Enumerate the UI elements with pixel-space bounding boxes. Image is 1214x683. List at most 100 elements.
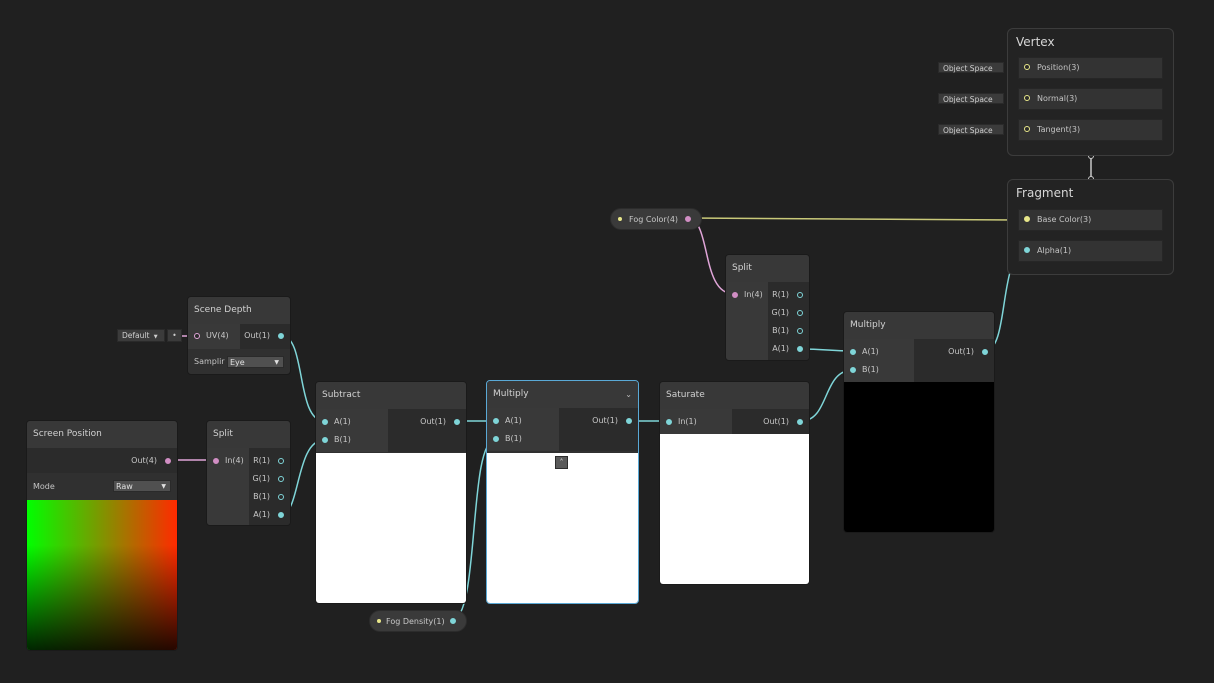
fog-color-property[interactable]: Fog Color(4): [610, 208, 702, 230]
port-dot[interactable]: [850, 349, 856, 355]
fragment-stack[interactable]: Fragment Base Color(3) Alpha(1): [1007, 179, 1174, 275]
port-dot[interactable]: [194, 333, 200, 339]
port-dot[interactable]: [278, 512, 284, 518]
split-left-b[interactable]: B(1): [253, 488, 286, 506]
split-right-b[interactable]: B(1): [772, 322, 805, 340]
uv-default-chip[interactable]: Default ▼: [117, 329, 165, 342]
fragment-title: Fragment: [1016, 186, 1074, 200]
port-dot[interactable]: [666, 419, 672, 425]
split-left-r[interactable]: R(1): [253, 452, 286, 470]
split-left-a[interactable]: A(1): [253, 506, 286, 524]
subtract-node[interactable]: Subtract A(1) B(1) Out(1): [315, 381, 467, 604]
scene-depth-node[interactable]: Scene Depth UV(4) Out(1) Samplir Eye ▼: [187, 296, 291, 375]
port-dot[interactable]: [1024, 64, 1030, 70]
saturate-out[interactable]: Out(1): [763, 413, 805, 431]
object-space-chip-tangent[interactable]: Object Space: [938, 124, 1004, 135]
port-dot[interactable]: [797, 328, 803, 334]
subtract-preview: [316, 453, 466, 603]
split-left-g[interactable]: G(1): [252, 470, 286, 488]
port-dot[interactable]: [850, 367, 856, 373]
port-dot[interactable]: [626, 418, 632, 424]
triangle-down-icon: ▼: [274, 359, 279, 366]
saturate-in[interactable]: In(1): [664, 413, 697, 431]
split-node-right[interactable]: Split In(4) R(1) G(1) B(1) A(1): [725, 254, 810, 361]
port-dot[interactable]: [797, 346, 803, 352]
screen-position-preview: [27, 500, 177, 650]
port-dot[interactable]: [797, 419, 803, 425]
vertex-port-normal[interactable]: Normal(3): [1018, 88, 1163, 110]
mode-label: Mode: [33, 482, 55, 491]
fog-color-out-port[interactable]: [685, 216, 691, 222]
chevron-down-icon[interactable]: ⌄: [625, 390, 632, 399]
port-dot[interactable]: [493, 418, 499, 424]
fragment-port-alpha[interactable]: Alpha(1): [1018, 240, 1163, 262]
object-space-chip-normal[interactable]: Object Space: [938, 93, 1004, 104]
chevron-up-icon[interactable]: ˄: [555, 456, 568, 469]
sampling-select[interactable]: Eye ▼: [227, 356, 284, 368]
port-dot[interactable]: [797, 310, 803, 316]
object-space-chip-position[interactable]: Object Space: [938, 62, 1004, 73]
fragment-port-base-color[interactable]: Base Color(3): [1018, 209, 1163, 231]
multiply-right-preview: [844, 382, 994, 532]
split-node-left[interactable]: Split In(4) R(1) G(1) B(1) A(1): [206, 420, 291, 526]
port-dot[interactable]: [1024, 216, 1030, 222]
screen-position-node[interactable]: Screen Position Out(4) Mode Raw ▼: [26, 420, 178, 651]
multiply-center-title: Multiply ⌄: [487, 381, 638, 408]
port-dot[interactable]: [982, 349, 988, 355]
split-right-g[interactable]: G(1): [771, 304, 805, 322]
port-dot[interactable]: [213, 458, 219, 464]
vertex-port-position[interactable]: Position(3): [1018, 57, 1163, 79]
multiply-center-a[interactable]: A(1): [491, 412, 522, 430]
port-dot[interactable]: [797, 292, 803, 298]
vertex-port-tangent[interactable]: Tangent(3): [1018, 119, 1163, 141]
port-dot[interactable]: [1024, 95, 1030, 101]
multiply-node-center[interactable]: Multiply ⌄ A(1) B(1) Out(1): [486, 380, 639, 604]
split-right-in[interactable]: In(4): [730, 286, 763, 304]
port-dot[interactable]: [278, 476, 284, 482]
port-dot[interactable]: [278, 333, 284, 339]
port-dot[interactable]: [1024, 126, 1030, 132]
scene-depth-out[interactable]: Out(1): [244, 327, 286, 345]
wire-fogcolor-basecolor: [686, 217, 1028, 221]
subtract-b[interactable]: B(1): [320, 431, 351, 449]
multiply-center-out[interactable]: Out(1): [592, 412, 634, 430]
mode-select[interactable]: Raw ▼: [113, 480, 171, 492]
property-indicator-icon: [377, 619, 381, 623]
vertex-title: Vertex: [1016, 35, 1055, 49]
multiply-center-preview: [487, 453, 638, 603]
fog-density-property[interactable]: Fog Density(1): [369, 610, 467, 632]
subtract-title: Subtract: [316, 382, 466, 409]
multiply-node-right[interactable]: Multiply A(1) B(1) Out(1): [843, 311, 995, 533]
split-left-in[interactable]: In(4): [211, 452, 244, 470]
scene-depth-title: Scene Depth: [188, 297, 290, 324]
multiply-right-a[interactable]: A(1): [848, 343, 879, 361]
split-right-a[interactable]: A(1): [772, 340, 805, 358]
sampling-label: Samplir: [194, 357, 225, 366]
port-dot[interactable]: [322, 419, 328, 425]
uv-default-chip-port[interactable]: •: [167, 329, 182, 342]
multiply-right-out[interactable]: Out(1): [948, 343, 990, 361]
port-dot[interactable]: [454, 419, 460, 425]
screen-position-out[interactable]: Out(4): [131, 452, 173, 470]
port-dot[interactable]: [278, 494, 284, 500]
vertex-stack[interactable]: Vertex Position(3) Normal(3) Tangent(3): [1007, 28, 1174, 156]
triangle-down-icon: ▼: [161, 483, 166, 490]
subtract-a[interactable]: A(1): [320, 413, 351, 431]
port-dot[interactable]: [493, 436, 499, 442]
port-dot[interactable]: [1024, 247, 1030, 253]
split-right-title: Split: [726, 255, 809, 282]
multiply-right-title: Multiply: [844, 312, 994, 339]
scene-depth-uv[interactable]: UV(4): [192, 327, 229, 345]
port-dot[interactable]: [322, 437, 328, 443]
split-right-r[interactable]: R(1): [772, 286, 805, 304]
saturate-node[interactable]: Saturate In(1) Out(1): [659, 381, 810, 585]
subtract-out[interactable]: Out(1): [420, 413, 462, 431]
fog-density-out-port[interactable]: [450, 618, 456, 624]
port-dot[interactable]: [278, 458, 284, 464]
multiply-center-b[interactable]: B(1): [491, 430, 522, 448]
property-indicator-icon: [618, 217, 622, 221]
port-dot[interactable]: [732, 292, 738, 298]
port-dot[interactable]: [165, 458, 171, 464]
multiply-right-b[interactable]: B(1): [848, 361, 879, 379]
screen-position-title: Screen Position: [27, 421, 177, 448]
